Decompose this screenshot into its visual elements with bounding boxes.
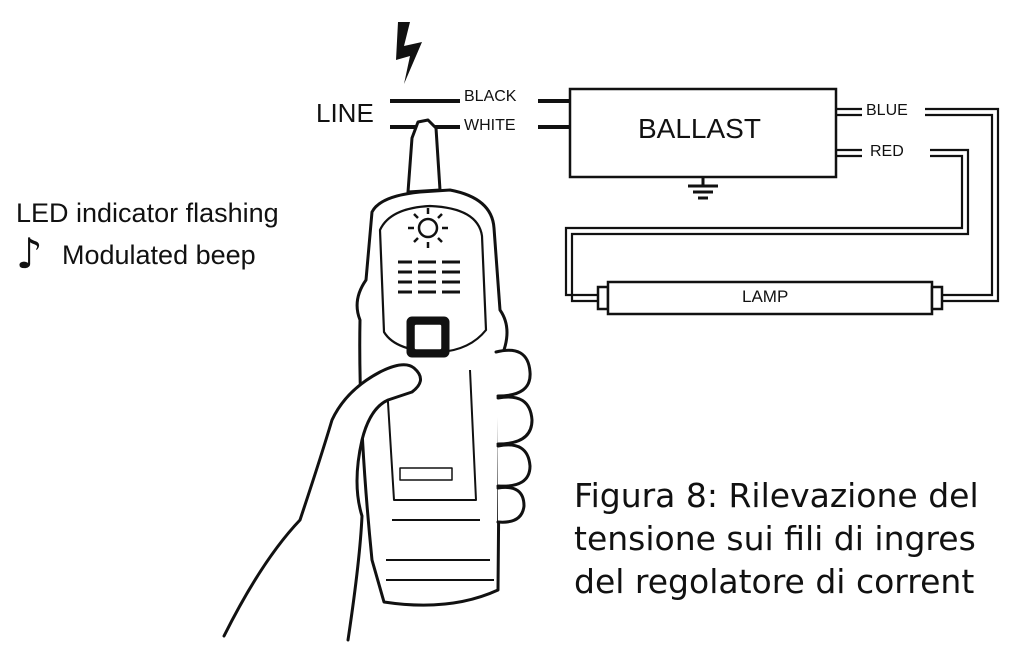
- lamp-tube: [596, 280, 944, 316]
- wire-label-black: BLACK: [464, 88, 517, 105]
- caption-line-1: Figura 8: Rilevazione del: [574, 476, 979, 515]
- modulated-beep-text: Modulated beep: [62, 240, 256, 270]
- ballast-label: BALLAST: [638, 113, 761, 144]
- blue-wire: [836, 107, 1000, 303]
- led-glow-icon: [408, 208, 448, 248]
- lightning-bolt-icon: [396, 22, 422, 84]
- wire-label-blue: BLUE: [866, 102, 908, 119]
- tester-label-marks: [398, 260, 460, 294]
- ballast-box: [568, 87, 838, 179]
- red-wire: [564, 148, 970, 303]
- led-indicator-text: LED indicator flashing: [16, 198, 279, 228]
- line-label: LINE: [316, 98, 374, 128]
- caption-line-3: del regolatore di corrent: [574, 562, 975, 601]
- wire-label-white: WHITE: [464, 117, 516, 134]
- voltage-tester: [355, 118, 509, 607]
- music-note-icon: ♪: [16, 229, 43, 278]
- wire-label-red: RED: [870, 143, 904, 160]
- hand: [222, 348, 534, 642]
- ground-symbol-icon: [688, 177, 718, 200]
- figure-caption: Figura 8: Rilevazione del tensione sui f…: [574, 474, 1009, 603]
- caption-line-2: tensione sui fili di ingres: [574, 519, 976, 558]
- lamp-label: LAMP: [742, 287, 789, 306]
